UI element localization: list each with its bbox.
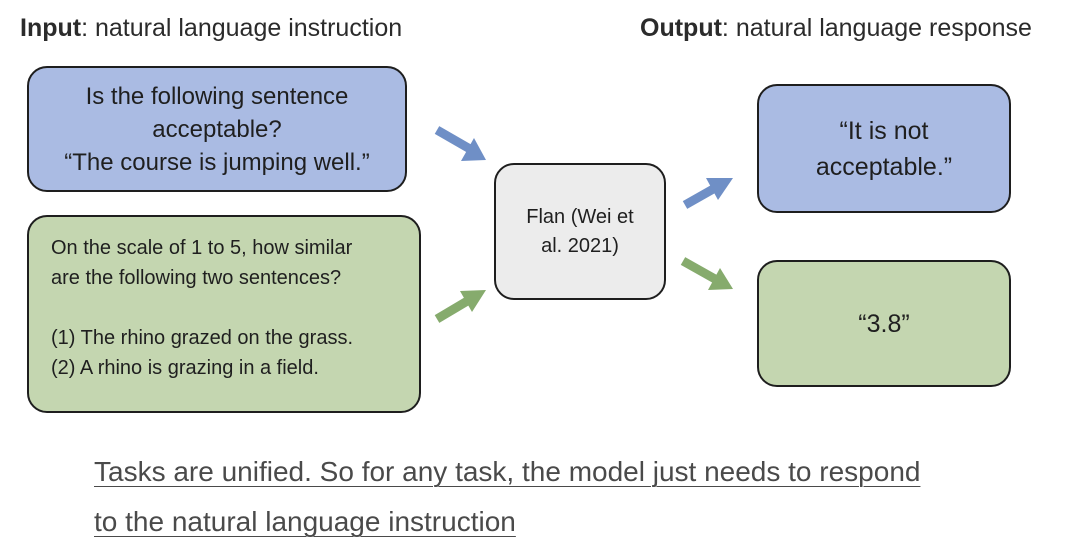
- acceptability-input-line: acceptable?: [152, 115, 282, 143]
- caption-line: Tasks are unified. So for any task, the …: [94, 456, 921, 487]
- acceptability-output-box: “It is not acceptable.”: [757, 84, 1011, 213]
- output-header-rest: : natural language response: [721, 14, 1032, 42]
- similarity-output-line: “3.8”: [858, 309, 910, 338]
- acceptability-input-line: Is the following sentence: [85, 82, 349, 110]
- input-header-rest: : natural language instruction: [81, 14, 403, 42]
- model-box: Flan (Wei et al. 2021): [494, 163, 666, 300]
- output-header: Output: natural language response: [640, 14, 1032, 43]
- similarity-output-box: “3.8”: [757, 260, 1011, 387]
- arrow-model-to-output-2: [680, 257, 733, 290]
- acceptability-output-line: acceptable.”: [815, 152, 953, 181]
- caption-line: to the natural language instruction: [94, 506, 516, 537]
- arrow-input-1-to-model: [434, 126, 486, 161]
- caption: Tasks are unified. So for any task, the …: [94, 447, 1054, 547]
- acceptability-output-line: “It is not: [839, 116, 929, 145]
- input-header: Input: natural language instruction: [20, 14, 402, 43]
- similarity-sentence-1: (1) The rhino grazed on the grass.: [51, 327, 354, 349]
- arrow-model-to-output-1: [682, 178, 733, 209]
- similarity-sentence-2: (2) A rhino is grazing in a field.: [51, 357, 319, 379]
- arrow-input-2-to-model: [434, 290, 486, 323]
- similarity-input-box: On the scale of 1 to 5, how similar are …: [27, 215, 421, 413]
- similarity-input-line: are the following two sentences?: [51, 267, 342, 289]
- model-label-line: Flan (Wei et: [526, 205, 634, 228]
- acceptability-input-line: “The course is jumping well.”: [64, 148, 370, 176]
- similarity-input-line: On the scale of 1 to 5, how similar: [51, 237, 353, 259]
- input-header-bold: Input: [20, 14, 82, 42]
- acceptability-input-box: Is the following sentence acceptable? “T…: [27, 66, 407, 192]
- model-label-line: al. 2021): [541, 234, 619, 257]
- output-header-bold: Output: [640, 14, 722, 42]
